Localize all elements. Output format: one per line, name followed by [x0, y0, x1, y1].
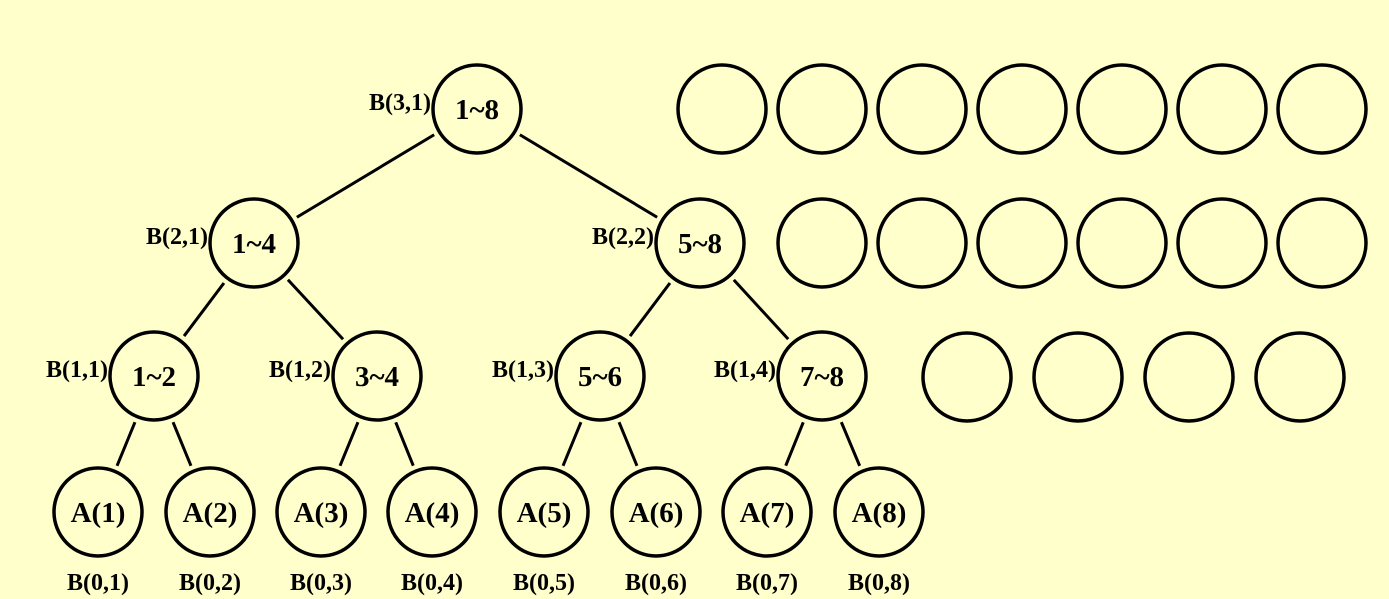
node-range-label: 1~4	[232, 228, 276, 260]
processor-circle	[976, 63, 1068, 155]
node-name-label: B(0,2)	[179, 570, 241, 596]
edge-b31-b22	[519, 133, 658, 219]
node-circle	[498, 466, 590, 558]
node-range-label: 1~2	[132, 361, 176, 393]
edge-b12-a3	[338, 421, 360, 467]
processor-circle	[876, 197, 968, 289]
node-range-label: A(5)	[517, 497, 572, 529]
processor-circles	[676, 63, 1368, 423]
node-range-label: 1~8	[455, 94, 499, 126]
tree-node-b13: 5~6 B(1,3)	[492, 330, 646, 422]
node-name-label: B(0,1)	[67, 570, 129, 596]
node-circle	[610, 466, 702, 558]
node-circle	[164, 466, 256, 558]
node-name-label: B(2,2)	[592, 224, 654, 250]
processor-circle	[976, 197, 1068, 289]
node-circle	[776, 330, 868, 422]
tree-node-a5: A(5) B(0,5)	[498, 466, 590, 596]
node-circle	[52, 466, 144, 558]
tree-node-b22: 5~8 B(2,2)	[592, 197, 746, 289]
tree-node-b21: 1~4 B(2,1)	[146, 197, 300, 289]
tree-node-b12: 3~4 B(1,2)	[269, 330, 423, 422]
node-circle	[431, 63, 523, 155]
tree-node-b11: 1~2 B(1,1)	[46, 330, 200, 422]
tree-nodes: 1~8B(3,1)1~4B(2,1)5~8B(2,2)1~2B(1,1)3~4B…	[46, 63, 925, 596]
node-circle	[331, 330, 423, 422]
tree-node-b31: 1~8 B(3,1)	[369, 63, 523, 155]
processor-circle	[1032, 331, 1124, 423]
tree-edges	[115, 133, 862, 467]
tree-node-a1: A(1) B(0,1)	[52, 466, 144, 596]
edge-b13-a5	[561, 421, 583, 467]
processor-circle	[1176, 197, 1268, 289]
tree-node-b14: 7~8 B(1,4)	[714, 330, 868, 422]
edge-b11-a1	[115, 421, 137, 467]
processor-circle	[776, 63, 868, 155]
node-circle	[554, 330, 646, 422]
node-circle	[108, 330, 200, 422]
tree-node-a2: A(2) B(0,2)	[164, 466, 256, 596]
node-range-label: 5~8	[678, 228, 722, 260]
node-range-label: A(6)	[629, 497, 684, 529]
processor-circle	[676, 63, 768, 155]
processor-circle	[1276, 63, 1368, 155]
edge-b22-b13	[628, 282, 672, 337]
node-circle	[386, 466, 478, 558]
node-circle	[208, 197, 300, 289]
tree-node-a4: A(4) B(0,4)	[386, 466, 478, 596]
processor-circle	[1076, 197, 1168, 289]
node-range-label: A(8)	[852, 497, 907, 529]
edge-b13-a6	[617, 421, 639, 467]
node-name-label: B(2,1)	[146, 224, 208, 250]
node-circle	[275, 466, 367, 558]
node-range-label: 7~8	[800, 361, 844, 393]
node-name-label: B(0,4)	[401, 570, 463, 596]
tree-node-a6: A(6) B(0,6)	[610, 466, 702, 596]
edge-b21-b11	[182, 282, 226, 337]
processor-circle	[1176, 63, 1268, 155]
edge-b14-a8	[839, 421, 862, 467]
node-range-label: A(4)	[405, 497, 460, 529]
node-circle	[721, 466, 813, 558]
processor-circle	[1254, 331, 1346, 423]
tree-node-a8: A(8) B(0,8)	[833, 466, 925, 596]
edge-b22-b14	[732, 278, 790, 341]
edge-b31-b21	[296, 133, 435, 219]
node-range-label: A(7)	[740, 497, 795, 529]
processor-circle	[921, 331, 1013, 423]
edge-b21-b12	[286, 278, 345, 341]
edge-b12-a4	[394, 421, 415, 467]
edge-b14-a7	[784, 421, 805, 467]
processor-circle	[1143, 331, 1235, 423]
processor-circle	[1276, 197, 1368, 289]
edge-b11-a2	[171, 421, 193, 467]
node-name-label: B(0,5)	[513, 570, 575, 596]
processor-circle	[776, 197, 868, 289]
node-name-label: B(1,2)	[269, 357, 331, 383]
node-name-label: B(1,3)	[492, 357, 554, 383]
tree-node-a3: A(3) B(0,3)	[275, 466, 367, 596]
node-name-label: B(1,4)	[714, 357, 776, 383]
node-range-label: A(1)	[71, 497, 126, 529]
node-name-label: B(0,3)	[290, 570, 352, 596]
node-name-label: B(1,1)	[46, 357, 108, 383]
tree-node-a7: A(7) B(0,7)	[721, 466, 813, 596]
node-name-label: B(0,6)	[625, 570, 687, 596]
node-range-label: A(3)	[294, 497, 349, 529]
node-name-label: B(0,8)	[848, 570, 910, 596]
node-circle	[654, 197, 746, 289]
node-range-label: 3~4	[355, 361, 399, 393]
processor-circle	[1076, 63, 1168, 155]
node-name-label: B(0,7)	[736, 570, 798, 596]
node-range-label: A(2)	[183, 497, 238, 529]
node-circle	[833, 466, 925, 558]
node-range-label: 5~6	[578, 361, 622, 393]
processor-circle	[876, 63, 968, 155]
node-name-label: B(3,1)	[369, 90, 431, 116]
